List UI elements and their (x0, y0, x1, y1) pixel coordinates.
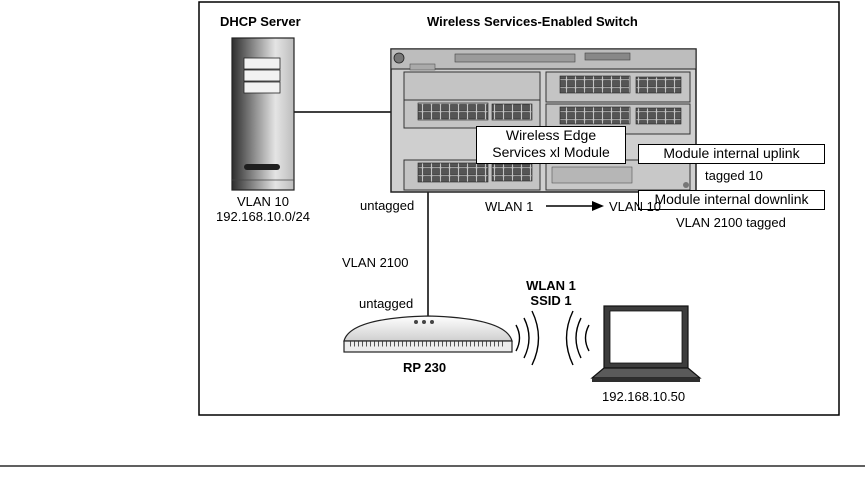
laptop-icon (590, 305, 702, 382)
laptop-ip-label: 192.168.10.50 (602, 389, 686, 404)
untagged-top-label: untagged (360, 198, 415, 213)
wlan-map-from-label: WLAN 1 (485, 199, 534, 214)
tagged-10-label: tagged 10 (705, 168, 763, 183)
vlan-2100-tagged-label: VLAN 2100 tagged (676, 215, 786, 230)
switch-title-label: Wireless Services-Enabled Switch (427, 14, 638, 29)
module-name-line2: Services xl Module (492, 144, 610, 160)
wireless-signal-icon (515, 310, 590, 366)
ssid-1-label: SSID 1 (530, 293, 572, 308)
server-subnet-label: 192.168.10.0/24 (216, 209, 310, 224)
modular-switch-icon (390, 48, 697, 193)
access-point-icon (343, 315, 513, 353)
vlan-2100-label: VLAN 2100 (342, 255, 409, 270)
wlan-map-to-label: VLAN 10 (609, 199, 662, 214)
module-uplink-box: Module internal uplink (638, 144, 825, 164)
rp-230-label: RP 230 (403, 360, 447, 375)
module-name-line1: Wireless Edge (505, 127, 597, 143)
module-name-box: Wireless Edge Services xl Module (476, 126, 626, 164)
wlan-1-label: WLAN 1 (526, 278, 576, 293)
server-vlan-label: VLAN 10 (236, 194, 290, 209)
untagged-bottom-label: untagged (359, 296, 414, 311)
module-downlink-box: Module internal downlink (638, 190, 825, 210)
vlan-map-arrowhead (592, 201, 604, 211)
dhcp-server-label: DHCP Server (220, 14, 301, 29)
server-tower-icon (231, 37, 295, 191)
